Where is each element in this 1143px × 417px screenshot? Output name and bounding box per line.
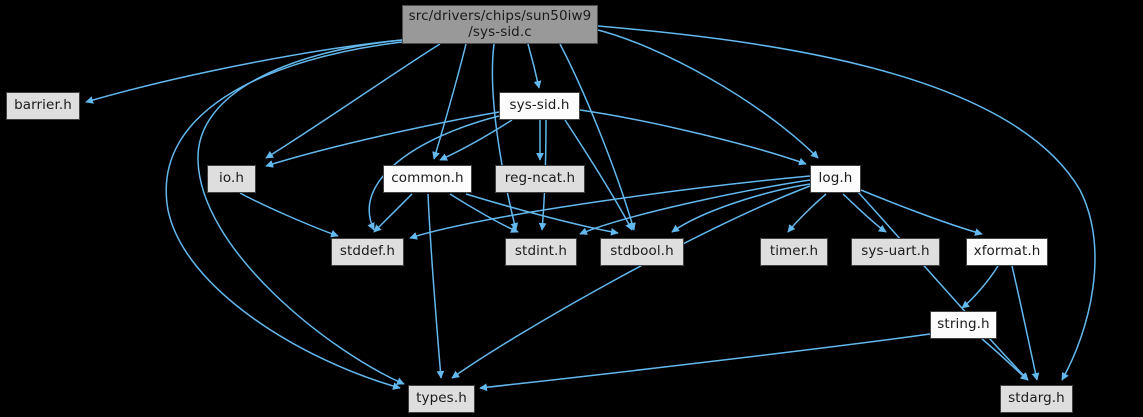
edge-log-to-stdint — [579, 179, 811, 235]
edge-syssid-to-stddef — [367, 115, 500, 231]
graph-node-string[interactable]: string.h — [930, 311, 997, 339]
edge-root-to-syssid — [527, 43, 542, 89]
graph-node-barrier[interactable]: barrier.h — [6, 92, 80, 120]
edge-syssid-to-common — [439, 119, 513, 161]
edge-log-to-stddef — [409, 175, 811, 240]
graph-node-syssid[interactable]: sys-sid.h — [499, 92, 580, 120]
graph-node-stddef[interactable]: stddef.h — [331, 238, 404, 266]
edge-root-to-stddef — [165, 41, 403, 390]
edge-xformat-to-string — [961, 265, 999, 309]
edge-log-to-stdarg — [857, 191, 1029, 381]
edge-log-to-stdbool — [671, 183, 811, 233]
edge-common-to-types — [427, 193, 445, 379]
graph-node-timer[interactable]: timer.h — [760, 238, 828, 266]
edge-common-to-stdint — [449, 193, 519, 233]
graph-node-root: src/drivers/chips/sun50iw9 /sys-sid.c — [402, 5, 598, 44]
edge-root-to-stdint — [491, 43, 519, 231]
graph-node-stdint[interactable]: stdint.h — [505, 238, 577, 266]
edge-io-to-stddef — [239, 192, 339, 238]
edge-syssid-to-io — [265, 111, 500, 168]
edge-log-to-types — [451, 185, 811, 379]
graph-node-stdarg[interactable]: stdarg.h — [1000, 385, 1073, 413]
edge-log-to-timer — [787, 193, 827, 233]
edge-log-to-sysuart — [842, 193, 887, 233]
edge-root-to-stdbool — [559, 43, 636, 231]
edge-log-to-xformat — [860, 189, 983, 236]
edge-common-to-stdbool — [465, 193, 619, 236]
graph-node-log[interactable]: log.h — [810, 165, 861, 193]
graph-node-common[interactable]: common.h — [383, 165, 472, 193]
graph-node-io[interactable]: io.h — [207, 165, 256, 193]
edge-common-to-stddef — [373, 193, 413, 233]
graph-node-stdbool[interactable]: stdbool.h — [600, 238, 684, 266]
edge-syssid-to-log — [579, 109, 807, 166]
edge-xformat-to-stdarg — [1011, 265, 1040, 381]
edge-string-to-types — [479, 333, 931, 392]
edge-root-to-log — [597, 29, 819, 159]
graph-node-regncat[interactable]: reg-ncat.h — [495, 165, 585, 193]
edge-string-to-stdarg — [981, 338, 1029, 381]
graph-node-sysuart[interactable]: sys-uart.h — [851, 238, 940, 266]
edge-root-to-types — [197, 39, 405, 385]
edge-root-to-common — [432, 43, 467, 160]
graph-node-types[interactable]: types.h — [408, 385, 475, 413]
graph-node-xformat[interactable]: xformat.h — [966, 238, 1048, 266]
edge-root-to-stdarg — [597, 25, 1096, 381]
edge-root-to-io — [265, 43, 441, 159]
